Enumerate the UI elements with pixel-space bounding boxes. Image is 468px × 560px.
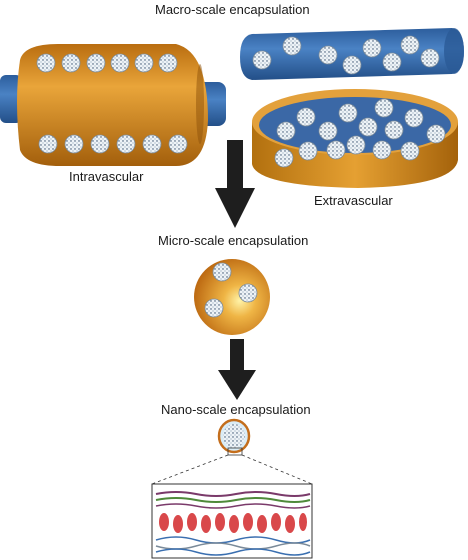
zoom-lines: [151, 454, 313, 485]
nanocapsule: [217, 418, 251, 456]
extravascular-disk: [252, 89, 458, 188]
intravascular-label: Intravascular: [69, 169, 144, 184]
down-arrow-icon: [215, 140, 255, 228]
down-arrow-icon: [218, 339, 256, 400]
intravascular-device: [0, 44, 226, 166]
microcapsule: [194, 259, 270, 335]
nano-scale-label: Nano-scale encapsulation: [161, 402, 311, 417]
membrane-detail-icon: [151, 483, 313, 559]
micro-scale-label: Micro-scale encapsulation: [158, 233, 309, 248]
macro-scale-label: Macro-scale encapsulation: [155, 2, 310, 17]
extravascular-tube: [240, 28, 464, 80]
extravascular-label: Extravascular: [314, 193, 393, 208]
